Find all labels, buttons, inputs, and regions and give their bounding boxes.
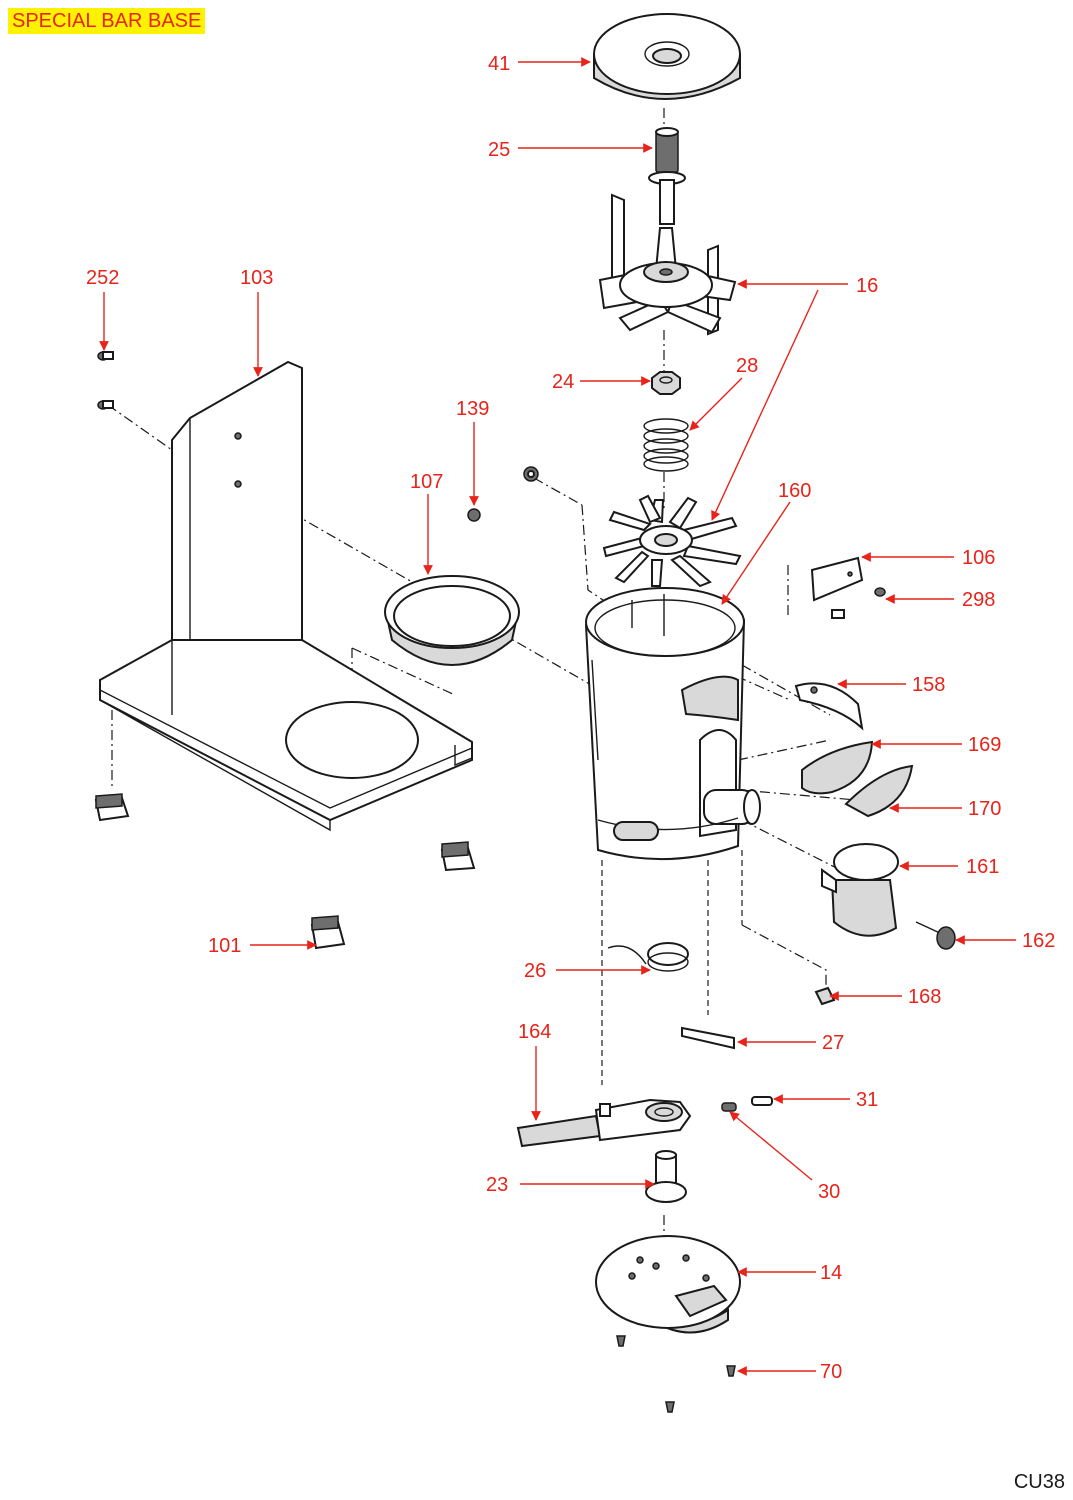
lower-blade-part [602, 494, 742, 588]
callout-103: 103 [240, 267, 273, 289]
callout-158: 158 [912, 674, 945, 696]
shaft-part [648, 127, 686, 225]
callout-26: 26 [524, 960, 546, 982]
callout-160: 160 [778, 480, 811, 502]
callout-161: 161 [966, 856, 999, 878]
pin-part-27 [681, 1026, 735, 1050]
callout-298: 298 [962, 589, 995, 611]
lid-part [593, 13, 741, 100]
callout-labels: 41 25 252 103 16 24 28 139 107 160 106 2… [86, 53, 1055, 1383]
callout-31: 31 [856, 1089, 878, 1111]
title-banner: SPECIAL BAR BASE [8, 8, 206, 34]
callout-27: 27 [822, 1032, 844, 1054]
callout-169: 169 [968, 734, 1001, 756]
base-plate-part-14 [595, 1235, 741, 1334]
callout-139: 139 [456, 398, 489, 420]
spring-part-30 [721, 1102, 737, 1112]
callout-162: 162 [1022, 930, 1055, 952]
callout-23: 23 [486, 1174, 508, 1196]
callout-24: 24 [552, 371, 574, 393]
knob-part-162 [915, 921, 956, 950]
small-fasteners [467, 466, 539, 522]
spring-part [643, 418, 689, 472]
nut-part [651, 371, 681, 395]
window-part-169 [801, 740, 874, 795]
latch-part-158 [794, 682, 864, 731]
callout-16: 16 [856, 275, 878, 297]
ring-part [384, 575, 520, 666]
callout-30: 30 [818, 1181, 840, 1203]
callout-164: 164 [518, 1021, 551, 1043]
diagram-code: CU38 [1013, 1471, 1065, 1493]
callout-41: 41 [488, 53, 510, 75]
leader-lines [99, 57, 1016, 1376]
coupler-part-23 [645, 1150, 687, 1203]
clip-part-106 [810, 556, 886, 619]
callout-70: 70 [820, 1361, 842, 1383]
upper-blade-part [598, 193, 737, 336]
feet-part [94, 793, 476, 950]
callout-106: 106 [962, 547, 995, 569]
screws-part-70 [616, 1335, 736, 1413]
callout-101: 101 [208, 935, 241, 957]
callout-107: 107 [410, 471, 443, 493]
callout-170: 170 [968, 798, 1001, 820]
stand-part [99, 360, 473, 832]
callout-14: 14 [820, 1262, 842, 1284]
housing-part [584, 587, 761, 861]
callout-25: 25 [488, 139, 510, 161]
callout-252: 252 [86, 267, 119, 289]
callout-168: 168 [908, 986, 941, 1008]
label-part-170 [844, 764, 914, 818]
screws-part [97, 351, 114, 410]
handle-part-164 [516, 1098, 692, 1148]
spring-clip-part-26 [607, 942, 689, 972]
pin-part-31 [751, 1096, 773, 1106]
spout-part-161 [821, 843, 899, 937]
callout-28: 28 [736, 355, 758, 377]
